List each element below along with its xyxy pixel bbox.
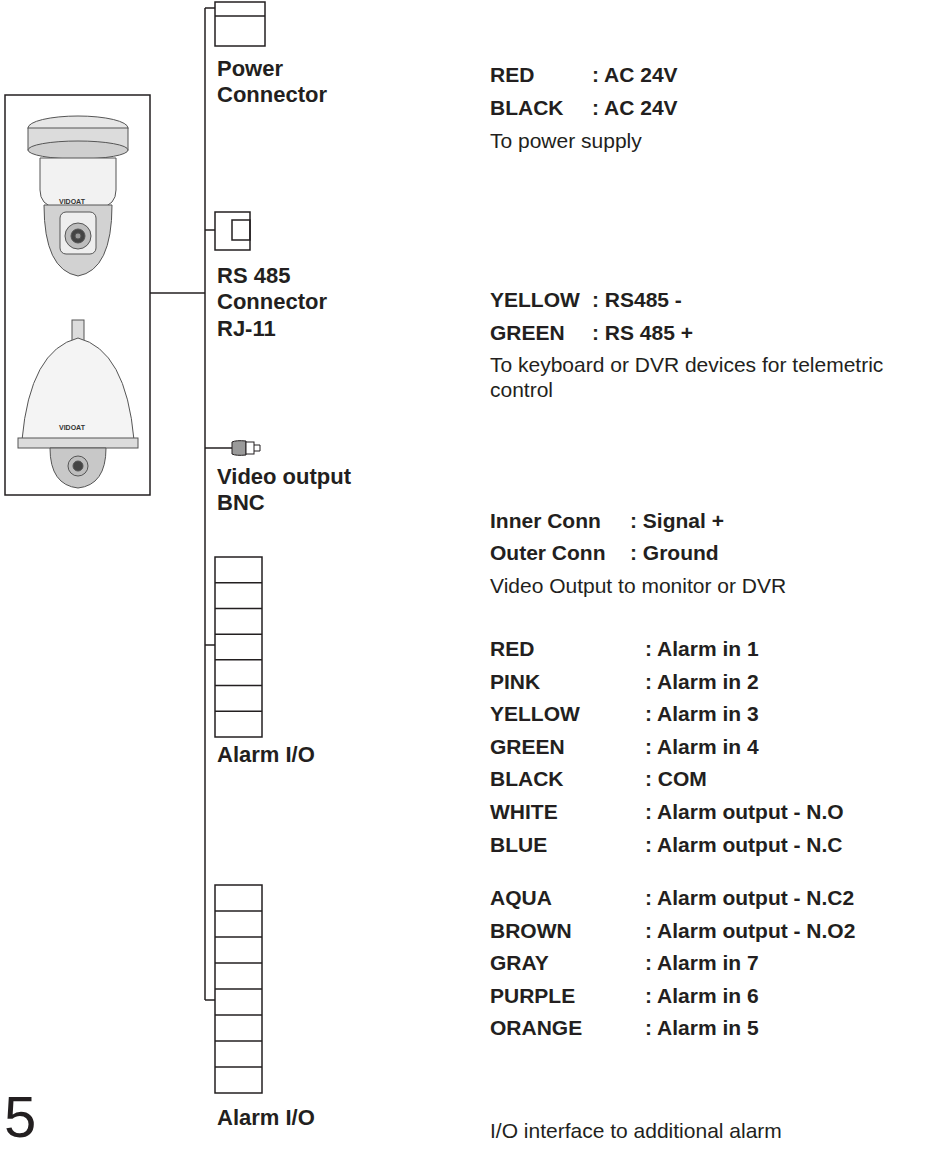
power-connector [215, 2, 265, 46]
connector-note: To power supply [490, 128, 642, 153]
pin-signal: : Ground [630, 540, 719, 565]
wire-color: WHITE [490, 799, 558, 824]
cell-divider [215, 1066, 262, 1068]
wire-color: BLACK [490, 95, 564, 120]
wire-color: ORANGE [490, 1015, 582, 1040]
wire-signal: : AC 24V [592, 62, 678, 87]
wire-signal: : Alarm output - N.C2 [645, 885, 854, 910]
cell-divider [215, 582, 262, 584]
connector-name: RS 485 Connector RJ-11 [217, 263, 347, 342]
wire-color: RED [490, 636, 534, 661]
wire-color: GREEN [490, 734, 565, 759]
wire-signal: : RS485 - [592, 287, 682, 312]
connector-note: Video Output to monitor or DVR [490, 573, 786, 598]
wire-signal: : RS 485 + [592, 320, 693, 345]
wire-signal: : Alarm in 2 [645, 669, 759, 694]
cell-divider [215, 633, 262, 635]
wire-signal: : Alarm output - N.O [645, 799, 844, 824]
alarm-block [215, 557, 262, 737]
wire-signal: : Alarm output - N.O2 [645, 918, 855, 943]
wire-color: AQUA [490, 885, 552, 910]
cell-divider [215, 711, 262, 713]
pin-signal: : Signal + [630, 508, 724, 533]
wire-signal: : Alarm in 1 [645, 636, 759, 661]
cell-divider [215, 988, 262, 990]
wire-signal: : Alarm in 4 [645, 734, 759, 759]
connector-note: I/O interface to additional alarm [490, 1118, 782, 1143]
cell-divider [215, 962, 262, 964]
connector-name: Alarm I/O [217, 742, 315, 768]
wire-color: GRAY [490, 950, 549, 975]
wire-signal: : COM [645, 766, 707, 791]
cell-divider [215, 608, 262, 610]
cell-divider [215, 1040, 262, 1042]
cell-divider [215, 910, 262, 912]
wire-color: RED [490, 62, 534, 87]
wire-color: YELLOW [490, 701, 580, 726]
pin-name: Outer Conn [490, 540, 606, 565]
connector-name: Power Connector [217, 56, 347, 109]
wire-color: GREEN [490, 320, 565, 345]
cell-divider [215, 936, 262, 938]
wire-signal: : AC 24V [592, 95, 678, 120]
alarm-block [215, 885, 262, 1093]
rj11-connector [215, 212, 250, 250]
wire-color: BLACK [490, 766, 564, 791]
connector-name: Alarm I/O [217, 1105, 315, 1131]
cell-divider [215, 685, 262, 687]
cell-divider [215, 659, 262, 661]
brand-mark: VIDOAT [59, 424, 85, 431]
wire-color: BROWN [490, 918, 572, 943]
wire-color: PINK [490, 669, 540, 694]
wire-color: BLUE [490, 832, 547, 857]
brand-mark: VIDOAT [59, 198, 85, 205]
connector-note: To keyboard or DVR devices for telemetri… [490, 352, 910, 402]
bnc-connector [220, 441, 260, 456]
wire-signal: : Alarm in 3 [645, 701, 759, 726]
page-number: 5 [4, 1088, 36, 1146]
wire-signal: : Alarm in 5 [645, 1015, 759, 1040]
connector-name: Video output BNC [217, 464, 377, 517]
wire-color: YELLOW [490, 287, 580, 312]
dome-camera [28, 116, 128, 276]
camera-panel [5, 95, 150, 495]
cell-divider [215, 1014, 262, 1016]
wire-color: PURPLE [490, 983, 575, 1008]
wire-signal: : Alarm in 6 [645, 983, 759, 1008]
wire-signal: : Alarm output - N.C [645, 832, 843, 857]
pendant-camera [18, 320, 138, 488]
pin-name: Inner Conn [490, 508, 601, 533]
wire-signal: : Alarm in 7 [645, 950, 759, 975]
